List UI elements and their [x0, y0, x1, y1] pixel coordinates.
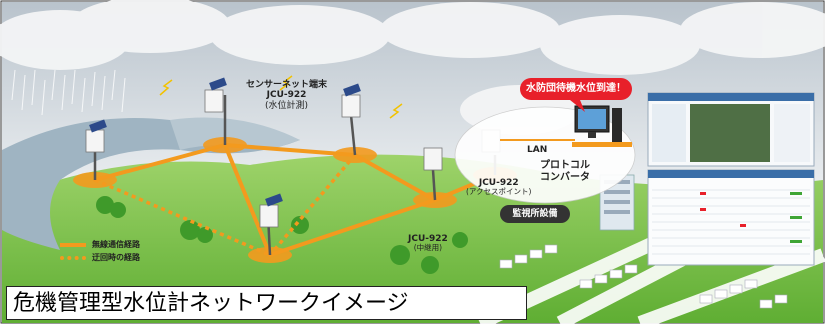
alert-bubble: 水防団待機水位到達！ [520, 78, 632, 100]
legend-wireless-label: 無線通信経路 [92, 240, 140, 249]
radio-waves [159, 75, 403, 119]
relay-label-line2: (中継用) [413, 243, 443, 253]
houses [499, 244, 788, 309]
pc-monitor [572, 105, 632, 147]
legend-solid-swatch [60, 242, 86, 247]
sensor-label-line2: JCU-922 [266, 90, 307, 101]
converter-line2: コンバータ [540, 171, 590, 183]
detour-routes [94, 153, 357, 257]
legend-dotted-swatch [60, 255, 86, 260]
monitoring-badge: 監視所設備 [500, 205, 570, 223]
sensor-label-line1: センサーネット端末 [246, 80, 328, 90]
legend-detour: 迂回時の経路 [60, 251, 140, 264]
legend-wireless: 無線通信経路 [60, 238, 140, 251]
converter-line1: プロトコル [540, 160, 590, 171]
rain [11, 69, 126, 116]
trees [96, 196, 468, 274]
access-point-label: JCU-922 (アクセスポイント) [466, 178, 531, 197]
relay-label: JCU-922 (中継用) [408, 234, 448, 253]
access-point-line2: (アクセスポイント) [466, 187, 532, 197]
wireless-routes [93, 143, 497, 257]
converter-label: プロトコル コンバータ [540, 160, 590, 183]
caption: 危機管理型水位計ネットワークイメージ [6, 286, 527, 320]
sensor-label: センサーネット端末 JCU-922 (水位計測) [246, 80, 327, 111]
route-legend: 無線通信経路 迂回時の経路 [60, 238, 140, 264]
screenshot-panels [647, 92, 815, 266]
sensor-label-line3: (水位計測) [264, 100, 309, 111]
legend-detour-label: 迂回時の経路 [92, 253, 140, 262]
relay-label-line1: JCU-922 [408, 234, 448, 244]
sensor-devices [85, 77, 501, 256]
access-point-line1: JCU-922 [478, 178, 519, 188]
lan-label: LAN [527, 145, 548, 155]
